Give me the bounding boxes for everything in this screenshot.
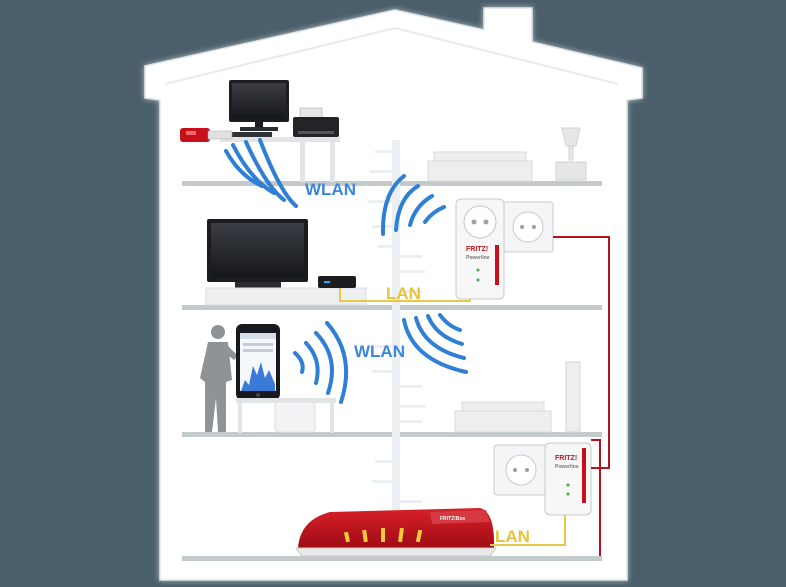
lan-label-bottom: LAN [495, 527, 530, 546]
wlan-label-top: WLAN [305, 180, 356, 199]
wall-socket-mid [502, 201, 554, 253]
powerline-brand-ground: FRITZ! [555, 455, 577, 462]
powerline-adapter-mid: FRITZ! Powerline [455, 198, 505, 300]
person-silhouette-icon [200, 325, 238, 432]
bed-second-floor [454, 401, 552, 433]
lamp-icon [555, 127, 587, 181]
tv-icon [207, 219, 308, 288]
floor-lamp-icon [565, 361, 581, 433]
wall-socket-ground [493, 444, 549, 496]
lan-cable-ground [490, 515, 566, 546]
wlan-arcs-powerline-up [380, 174, 446, 236]
desk-top-floor [220, 137, 340, 182]
lan-label-mid: LAN [386, 284, 421, 303]
router-brand: FRITZ!Box [440, 516, 465, 522]
wlan-arcs-top [224, 138, 298, 208]
bed-top-floor [427, 151, 533, 182]
usb-stick-icon [180, 128, 233, 142]
wlan-label-mid: WLAN [354, 342, 405, 361]
lan-cable-mid [339, 288, 471, 302]
wlan-arcs-powerline-down [402, 313, 468, 374]
monitor-icon [229, 80, 289, 137]
wlan-arcs-phone [293, 321, 349, 404]
smartphone-icon [236, 324, 280, 400]
power-cable [553, 236, 610, 556]
printer-icon [293, 107, 339, 137]
powerline-sub-mid: Powerline [466, 255, 490, 261]
powerline-brand-mid: FRITZ! [466, 246, 488, 253]
powerline-sub-ground: Powerline [555, 464, 579, 470]
floor-ground [182, 556, 602, 561]
powerline-adapter-ground: FRITZ! Powerline [544, 442, 592, 516]
router-icon: FRITZ!Box [295, 508, 497, 557]
media-box-icon [318, 276, 356, 288]
desk-second-floor [236, 398, 336, 433]
tv-stand [205, 287, 367, 306]
